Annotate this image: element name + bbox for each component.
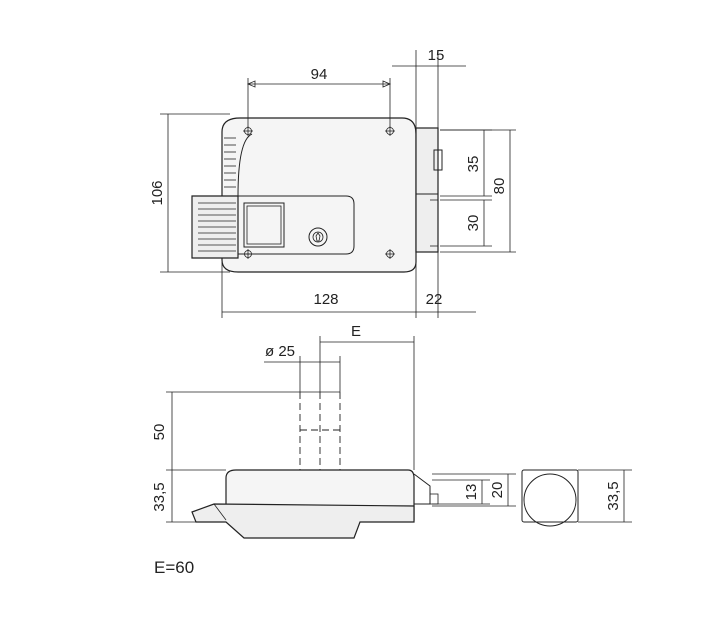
- dimension-20: 20: [432, 473, 516, 507]
- end-view: 33,5: [521, 469, 632, 527]
- dimension-e: E: [319, 323, 415, 470]
- note-e-value: E=60: [154, 558, 194, 577]
- dimension-15: 15: [392, 47, 466, 128]
- flange-ribs: [198, 202, 236, 252]
- dimension-94: 94: [246, 66, 392, 128]
- side-view: ø 25 E 50 33,5 13: [151, 323, 516, 539]
- label-e: E: [351, 323, 361, 340]
- dimension-30: 30: [440, 199, 492, 247]
- dimension-33-5-left: 33,5: [151, 469, 226, 523]
- key-cylinder-icon: [308, 227, 328, 247]
- label-33-5-right: 33,5: [605, 481, 622, 510]
- label-13: 13: [463, 484, 480, 501]
- dimension-13: 13: [432, 479, 490, 505]
- label-50: 50: [151, 424, 168, 441]
- dimension-50: 50: [151, 391, 340, 470]
- top-view: 94 15 106 35 80: [149, 47, 516, 318]
- dimension-diameter-25: ø 25: [264, 343, 341, 392]
- end-view-outline: [521, 469, 579, 523]
- lock-inner-panel: [238, 195, 355, 255]
- label-128: 128: [313, 291, 338, 308]
- side-base-plate: [191, 503, 415, 539]
- front-plate: [415, 127, 439, 253]
- label-22: 22: [426, 291, 443, 308]
- dimension-128: 128: [221, 262, 417, 318]
- dimension-106: 106: [149, 113, 230, 273]
- dimension-35: 35: [440, 129, 492, 197]
- label-106: 106: [149, 180, 166, 205]
- label-diameter-25: ø 25: [265, 343, 295, 360]
- side-bolt: [413, 473, 431, 505]
- upper-bolt: [433, 149, 443, 171]
- label-30: 30: [465, 215, 482, 232]
- label-15: 15: [428, 47, 445, 64]
- lock-body-outline: [221, 117, 417, 273]
- dimension-22: 22: [416, 252, 476, 318]
- lock-body-curve: [237, 133, 253, 197]
- cylinder-hidden-lines: [299, 392, 341, 484]
- label-35: 35: [465, 156, 482, 173]
- label-20: 20: [489, 482, 506, 499]
- dimension-33-5-right: 33,5: [578, 469, 632, 523]
- label-94: 94: [311, 66, 328, 83]
- latch-window: [243, 202, 285, 248]
- latch-window-inner: [246, 205, 282, 245]
- dimension-80: 80: [440, 129, 516, 253]
- label-33-5-left: 33,5: [151, 482, 168, 511]
- label-80: 80: [491, 178, 508, 195]
- end-view-cylinder: [523, 473, 577, 527]
- body-ribs: [224, 137, 236, 188]
- bolt-tip: [429, 493, 439, 505]
